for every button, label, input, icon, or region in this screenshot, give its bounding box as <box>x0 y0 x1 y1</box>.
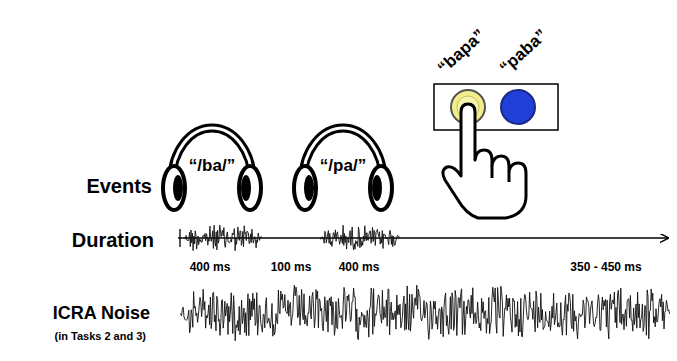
duration-label: 400 ms <box>190 261 231 274</box>
speech-waveform <box>184 225 262 251</box>
stimulus-label: “/pa/” <box>320 157 366 176</box>
row-label: ICRA Noise <box>53 304 150 324</box>
speech-waveform <box>320 225 400 250</box>
button-label: “bapa” <box>435 26 490 78</box>
row-label: Events <box>86 175 152 197</box>
duration-label: 400 ms <box>339 261 380 274</box>
row-note: (in Tasks 2 and 3) <box>55 330 147 342</box>
axis-tick <box>179 229 180 247</box>
headphones-icon <box>294 128 392 210</box>
duration-label: 100 ms <box>271 261 312 274</box>
noise-waveform <box>180 285 670 341</box>
pointing-hand <box>443 104 526 218</box>
response-box <box>434 84 558 130</box>
headphones-icon <box>163 128 261 210</box>
stimulus-label: “/ba/” <box>189 157 235 176</box>
duration-label: 350 - 450 ms <box>570 261 641 274</box>
row-label: Duration <box>72 229 154 251</box>
button-label: “paba” <box>497 26 552 78</box>
